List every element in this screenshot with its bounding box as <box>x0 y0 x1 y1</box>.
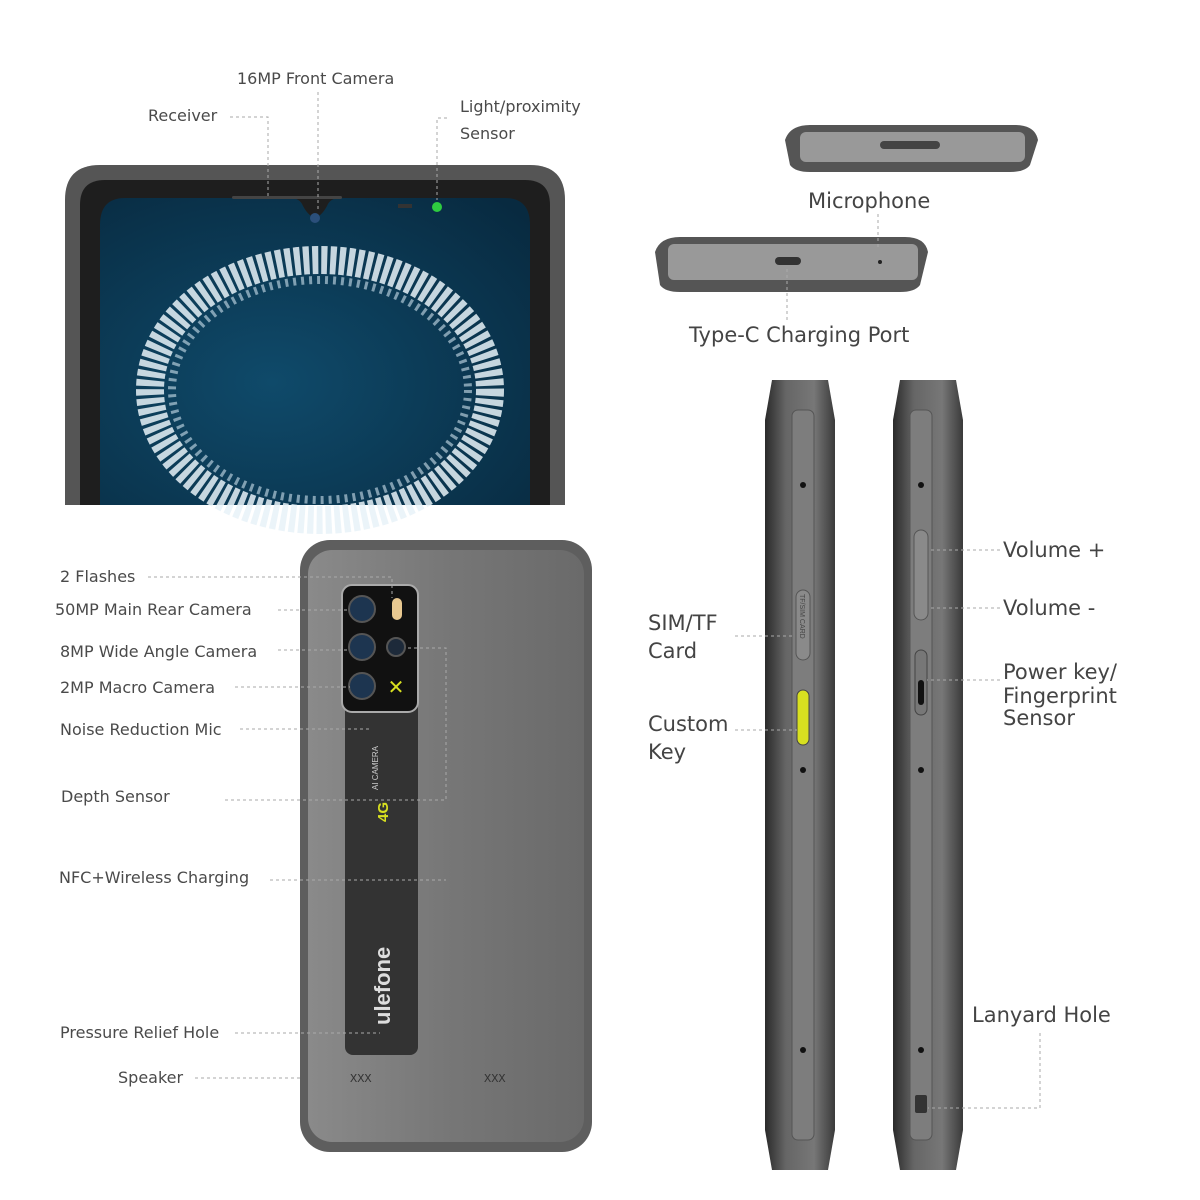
label-noise-mic: Noise Reduction Mic <box>60 720 222 739</box>
label-light-sensor-2: Sensor <box>460 124 515 143</box>
light-sensor <box>432 202 442 212</box>
label-sim-1: SIM/TF <box>648 611 718 635</box>
label-main-camera: 50MP Main Rear Camera <box>55 600 252 619</box>
microphone-grille <box>880 141 940 149</box>
network-marking: 4G <box>375 802 392 822</box>
custom-key <box>796 689 810 746</box>
label-nfc: NFC+Wireless Charging <box>59 868 250 887</box>
label-depth-sensor: Depth Sensor <box>61 787 170 806</box>
svg-text:XXX: XXX <box>484 1072 506 1086</box>
label-power-1: Power key/ <box>1003 660 1118 684</box>
label-receiver: Receiver <box>148 106 218 125</box>
label-custom-2: Key <box>648 740 687 764</box>
label-volume-down: Volume - <box>1003 596 1096 620</box>
label-sim-2: Card <box>648 639 698 663</box>
front-camera <box>310 213 320 223</box>
label-flashes: 2 Flashes <box>60 567 136 586</box>
label-macro-camera: 2MP Macro Camera <box>60 678 216 697</box>
label-speaker: Speaker <box>118 1068 184 1087</box>
label-volume-up: Volume + <box>1003 538 1106 562</box>
label-power-2: Fingerprint <box>1003 684 1117 708</box>
receiver <box>232 196 342 199</box>
svg-text:XXX: XXX <box>350 1072 372 1086</box>
label-type-c: Type-C Charging Port <box>689 323 910 347</box>
ai-camera-marking: AI CAMERA <box>371 745 380 790</box>
label-microphone: Microphone <box>808 189 931 213</box>
back-strip <box>345 700 418 1055</box>
label-custom-1: Custom <box>648 712 729 736</box>
type-c-port <box>775 257 801 265</box>
volume-keys <box>913 529 929 621</box>
flash <box>392 598 402 620</box>
wave-ring <box>136 246 504 534</box>
brand-logo: ulefone <box>370 947 395 1025</box>
lanyard-hole <box>915 1095 927 1113</box>
sim-slot <box>795 589 811 661</box>
label-front-camera: 16MP Front Camera <box>237 69 395 88</box>
label-wide-camera: 8MP Wide Angle Camera <box>60 642 258 661</box>
right-side-phone <box>893 380 963 1170</box>
front-phone <box>65 165 565 534</box>
label-lanyard: Lanyard Hole <box>972 1003 1111 1027</box>
label-pressure-hole: Pressure Relief Hole <box>60 1023 220 1042</box>
back-phone: ✕ ulefone 4G AI CAMERA XXX XXX <box>300 540 592 1152</box>
leader-lines <box>148 92 1041 1109</box>
sim-slot-marking: TF/SIM CARD <box>798 594 805 639</box>
left-side-phone: TF/SIM CARD <box>765 380 835 1170</box>
top-view <box>655 125 1038 292</box>
x-logo-icon: ✕ <box>388 677 405 699</box>
label-power-3: Sensor <box>1003 706 1075 730</box>
label-light-sensor-1: Light/proximity <box>460 97 581 116</box>
